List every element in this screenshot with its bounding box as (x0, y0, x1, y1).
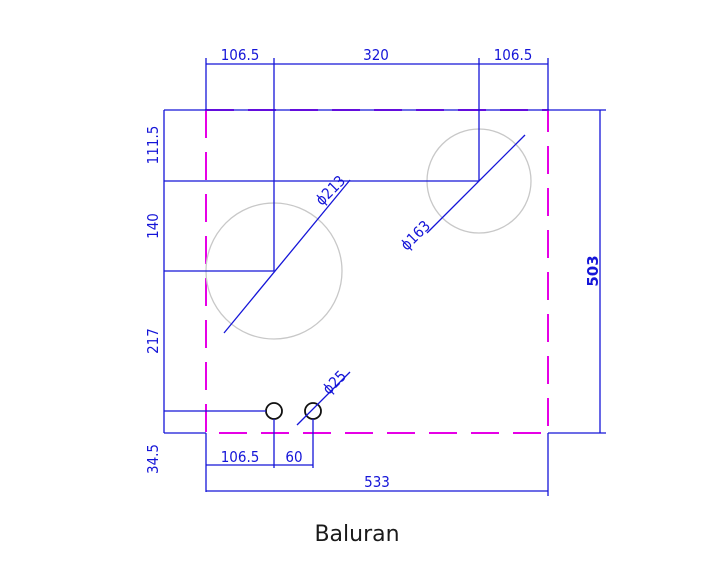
dim-bottom-spacing: 60 (285, 448, 302, 466)
diameter-small-burner: ϕ163 (397, 217, 434, 254)
product-caption: Baluran (314, 522, 400, 547)
dimension-lines (163, 58, 606, 496)
dim-left-third: 217 (144, 328, 162, 354)
dim-bottom-left: 106.5 (221, 448, 260, 466)
knob-hole-2 (304, 402, 322, 420)
dim-top-middle: 320 (363, 46, 389, 64)
dim-left-bottom: 34.5 (144, 444, 162, 474)
dim-top-right: 106.5 (494, 46, 533, 64)
dim-left-upper: 111.5 (144, 126, 162, 165)
dim-overall-width: 533 (364, 473, 390, 491)
knob-hole-1 (265, 402, 283, 420)
diameter-knob-hole: ϕ25 (319, 367, 350, 398)
dim-overall-height: 503 (584, 255, 602, 286)
dim-left-second: 140 (144, 213, 162, 239)
dim-top-left: 106.5 (221, 46, 260, 64)
